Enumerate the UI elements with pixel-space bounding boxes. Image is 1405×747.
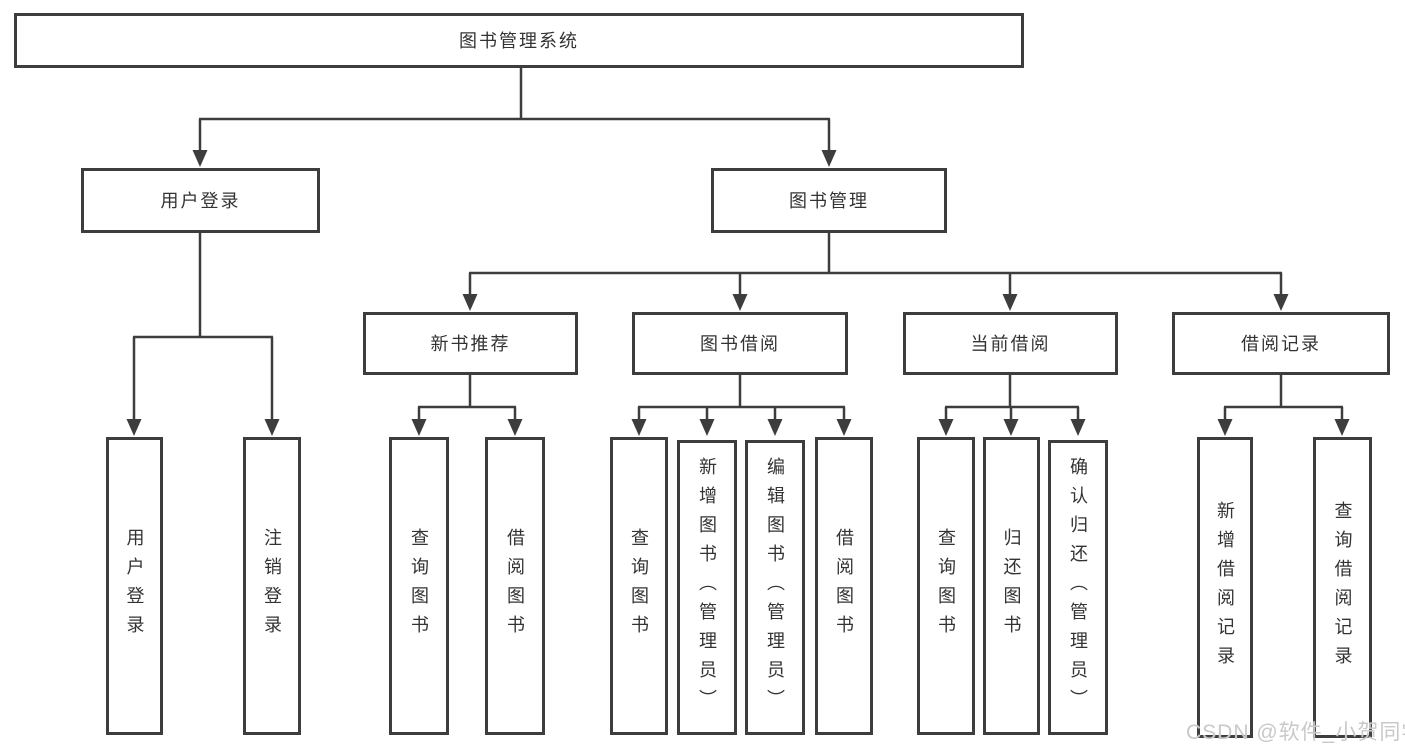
leaf-label: 借阅图书 [834,528,854,644]
leaf-label: 新增图书（管理员） [697,457,717,718]
leaf-cb-query-books: 查询图书 [917,437,975,735]
node-user-login: 用户登录 [81,168,320,233]
node-book-management: 图书管理 [711,168,947,233]
node-book-borrowing: 图书借阅 [632,312,848,375]
leaf-label: 查询图书 [409,528,429,644]
leaf-label: 注销登录 [262,528,282,644]
csdn-watermark: CSDN @软件_小贺同学 [1186,721,1405,744]
leaf-nb-borrow-books: 借阅图书 [485,437,545,735]
leaf-label: 确认归还（管理员） [1068,457,1088,718]
leaf-label: 新增借阅记录 [1215,500,1235,675]
leaf-bb-add-books-admin: 新增图书（管理员） [677,440,737,735]
leaf-cb-confirm-return-admin: 确认归还（管理员） [1048,440,1108,735]
node-borrow-records: 借阅记录 [1172,312,1390,375]
leaf-bb-edit-books-admin: 编辑图书（管理员） [745,440,805,735]
node-current-borrowing: 当前借阅 [903,312,1118,375]
leaf-bb-borrow-books: 借阅图书 [815,437,873,735]
leaf-user-login: 用户登录 [106,437,163,735]
leaf-br-add-record: 新增借阅记录 [1197,437,1253,738]
node-new-book-recommend: 新书推荐 [363,312,578,375]
leaf-label: 查询借阅记录 [1332,500,1353,675]
leaf-cb-return-books: 归还图书 [983,437,1040,735]
leaf-label: 归还图书 [1001,528,1022,644]
leaf-label: 查询图书 [936,528,956,644]
leaf-label: 用户登录 [124,528,145,644]
leaf-br-query-record: 查询借阅记录 [1313,437,1372,738]
node-book-management-system: 图书管理系统 [14,13,1024,68]
leaf-label: 借阅图书 [505,528,525,644]
leaf-label: 编辑图书（管理员） [765,457,785,718]
leaf-logout: 注销登录 [243,437,301,735]
leaf-nb-query-books: 查询图书 [389,437,449,735]
leaf-bb-query-books: 查询图书 [610,437,668,735]
leaf-label: 查询图书 [629,528,649,644]
